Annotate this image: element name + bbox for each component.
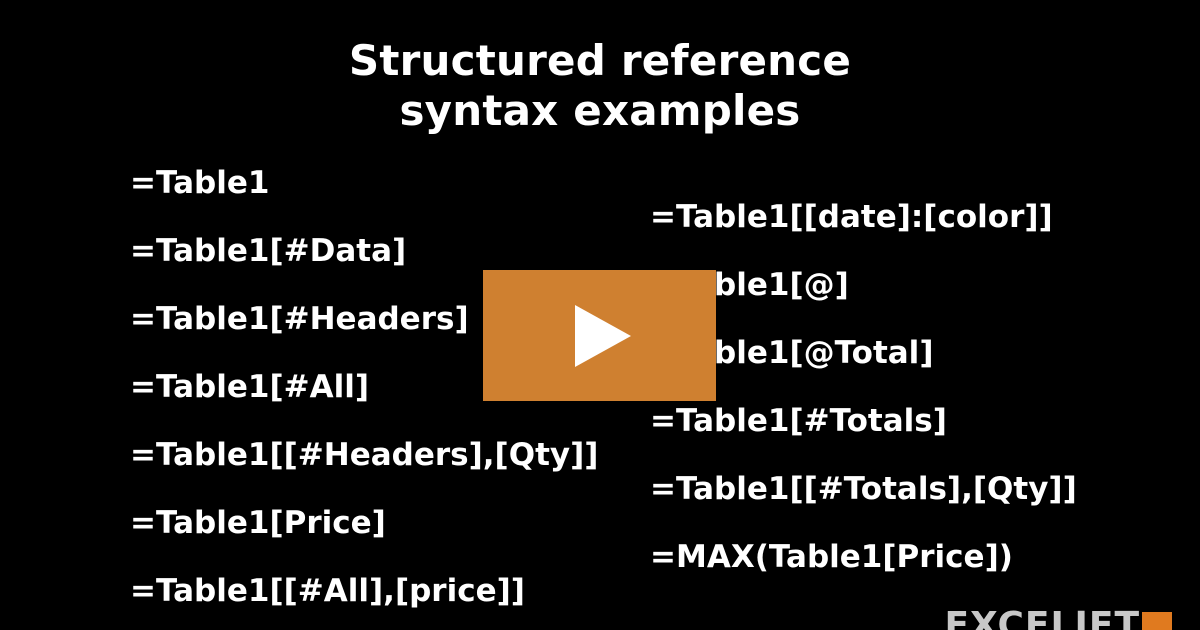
example-formula: =Table1[Price] <box>130 505 386 541</box>
example-formula: =Table1[[#Headers],[Qty]] <box>130 437 599 473</box>
example-formula: =MAX(Table1[Price]) <box>650 539 1013 575</box>
example-formula: =Table1[[#All],[price]] <box>130 573 525 609</box>
play-button[interactable] <box>483 270 716 401</box>
example-formula: =Table1[#Totals] <box>650 403 947 439</box>
slide-title-line-1: Structured reference <box>348 36 852 85</box>
play-icon <box>575 305 631 367</box>
slide-title: Structured reference syntax examples <box>0 36 1200 136</box>
example-formula: =Table1[#Headers] <box>130 301 469 337</box>
left-examples-list: =Table1 =Table1[#Data] =Table1[#Headers]… <box>130 160 598 630</box>
example-formula: =Table1[[#Totals],[Qty]] <box>650 471 1077 507</box>
example-formula: =Table1[[date]:[color]] <box>650 199 1053 235</box>
example-formula: =Table1[#Data] <box>130 233 407 269</box>
example-formula: =Table1 <box>130 165 270 201</box>
slide-title-line-2: syntax examples <box>399 86 801 135</box>
logo-text: EXCELJET <box>944 605 1140 630</box>
exceljet-logo: EXCELJET <box>944 608 1172 630</box>
exceljet-logo-icon <box>1142 612 1172 630</box>
example-formula: =Table1[#All] <box>130 369 370 405</box>
